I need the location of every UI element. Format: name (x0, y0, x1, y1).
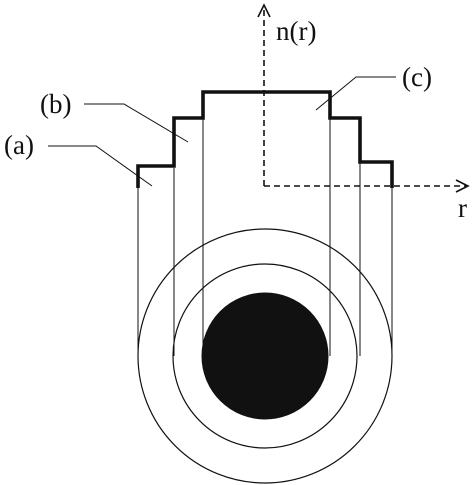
region-label-b: (b) (40, 89, 71, 119)
leader-line-c (315, 76, 396, 111)
leader-line-a (48, 145, 153, 187)
core-circle (201, 292, 329, 420)
n-axis-arrowhead (257, 3, 271, 18)
region-label-a: (a) (4, 130, 34, 160)
inner-cladding-circle (172, 263, 358, 449)
projection-lines (137, 118, 393, 356)
r-axis-label: r (458, 193, 467, 223)
r-axis-arrowhead (455, 179, 470, 193)
region-label-c: (c) (402, 62, 432, 92)
index-profile-step-curve (136, 90, 394, 188)
n-axis-label: n(r) (276, 16, 316, 46)
leader-line-b (84, 103, 189, 143)
outer-cladding-circle (137, 228, 393, 484)
